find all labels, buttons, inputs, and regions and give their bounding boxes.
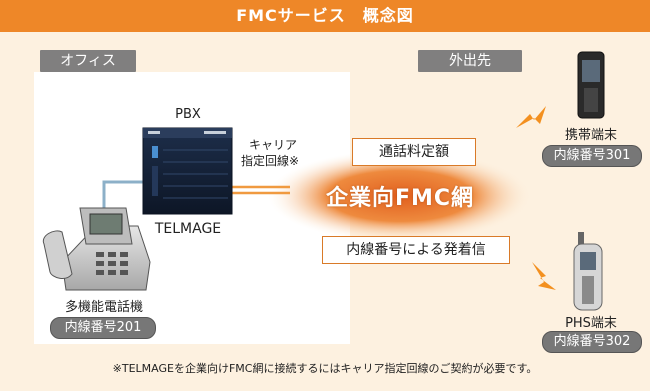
mobile-label: 携帯端末: [564, 128, 617, 143]
phs-label: PHS端末: [565, 316, 617, 331]
phone-extension-badge: 内線番号201: [50, 317, 156, 339]
signal-bolt-icon: [532, 262, 556, 290]
footnote: ※TELMAGEを企業向けFMC網に接続するにはキャリア指定回線のご契約が必要で…: [112, 362, 538, 375]
carrier-line-label-2: 指定回線※: [240, 154, 300, 168]
desk-phone-icon: [42, 207, 151, 291]
signal-bolt-icon: [516, 106, 546, 128]
pbx-brand: TELMAGE: [154, 221, 222, 237]
network-name: 企業向FMC網: [325, 186, 475, 211]
mobile-extension-badge: 内線番号301: [542, 145, 642, 167]
phone-label: 多機能電話機: [64, 300, 143, 315]
pbx-label: PBX: [175, 107, 201, 122]
pbx-unit: [142, 127, 233, 215]
phs-extension-badge: 内線番号302: [542, 331, 642, 353]
mobile-phone-icon: [577, 51, 605, 119]
flat-rate-box: 通話料定額: [352, 138, 476, 166]
carrier-line-label: キャリア: [248, 138, 297, 152]
diagram-title: FMCサービス 概念図: [0, 0, 650, 32]
phs-phone-icon: [573, 232, 603, 311]
outside-tag: 外出先: [418, 50, 522, 72]
extension-calling-box: 内線番号による発着信: [322, 236, 510, 264]
network-cloud: [268, 150, 532, 242]
office-tag: オフィス: [40, 50, 136, 72]
